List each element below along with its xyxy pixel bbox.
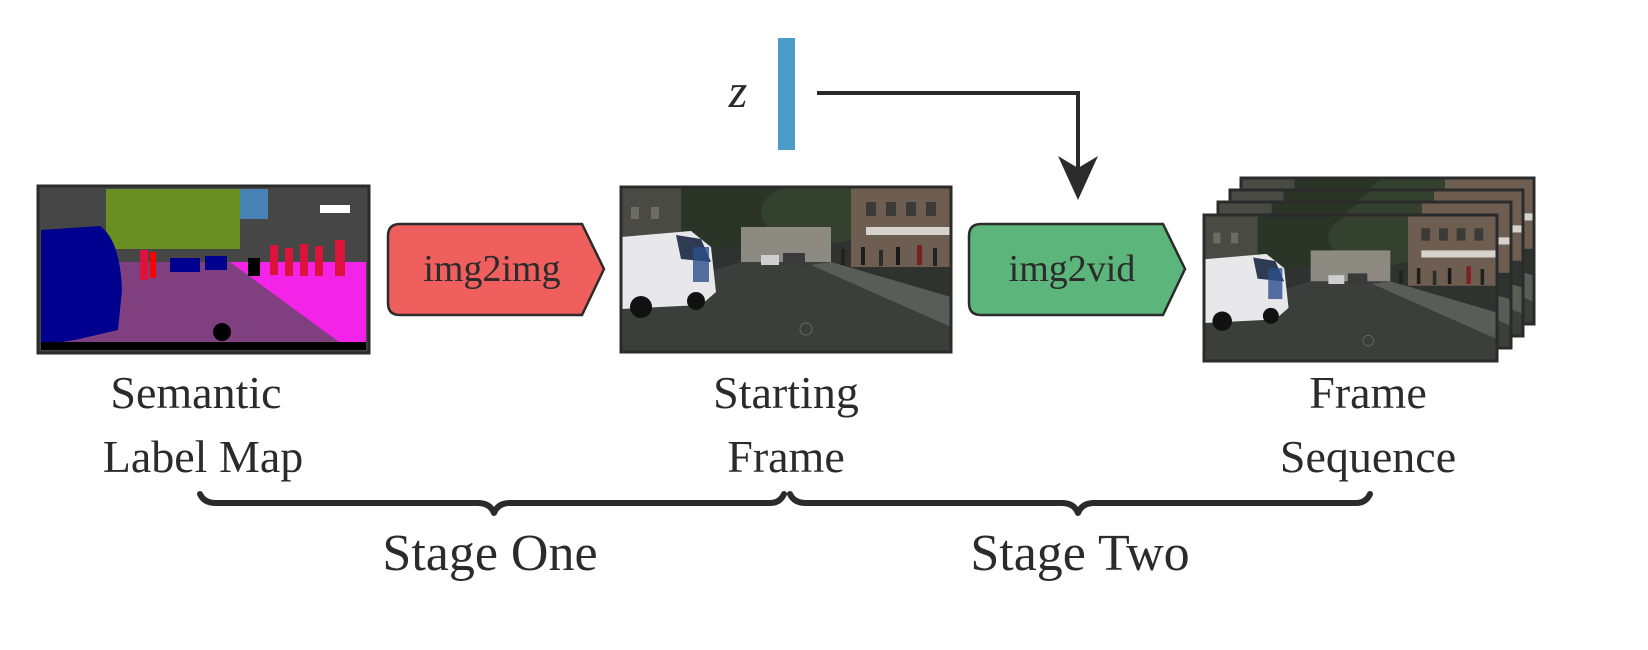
frame-sequence-label-line1: Frame <box>1309 367 1427 418</box>
semantic-label-map-image <box>36 184 371 355</box>
stage-one-label: Stage One <box>382 525 597 582</box>
img2img-label: img2img <box>423 248 560 290</box>
noise-symbol: z <box>728 65 748 118</box>
noise-vector <box>778 38 795 150</box>
img2vid-arrow-shape <box>967 222 1187 317</box>
stage-two-brace <box>787 491 1373 516</box>
semantic-map-label-line2: Label Map <box>103 431 304 482</box>
stage-one-brace <box>197 491 787 516</box>
stage-two-label: Stage Two <box>970 525 1189 582</box>
frame-sequence-label-line2: Sequence <box>1280 431 1456 482</box>
starting-frame-image <box>619 185 953 354</box>
starting-frame-label-line1: Starting <box>713 367 859 418</box>
sequence-frame <box>1202 213 1499 363</box>
noise-arrow <box>817 91 1098 200</box>
img2img-block: img2img <box>386 222 606 317</box>
img2img-arrow-shape <box>386 222 606 317</box>
starting-frame-label-line2: Frame <box>727 431 845 482</box>
img2vid-label: img2vid <box>1009 248 1136 290</box>
semantic-map-label-line1: Semantic <box>110 367 281 418</box>
img2vid-block: img2vid <box>967 222 1187 317</box>
frame-sequence-stack <box>1202 176 1536 363</box>
